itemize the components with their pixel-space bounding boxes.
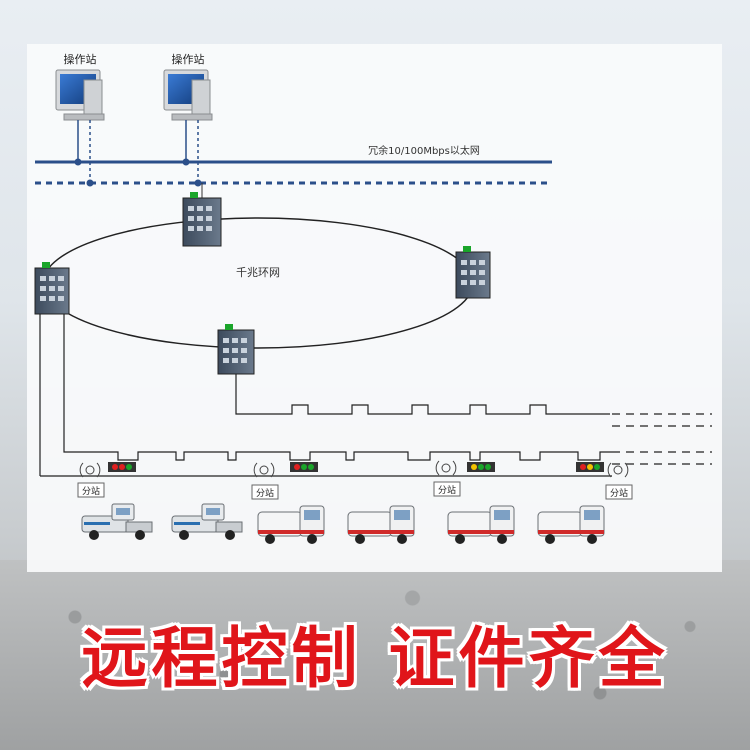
substation-4: 分站 [576,462,633,500]
substation-3: 分站 [433,460,495,497]
tow-tractor-1 [81,503,153,540]
workstation-label-1: 操作站 [64,52,97,66]
pc-tower-1 [83,79,103,117]
green-light-icon [485,464,491,470]
substation-2: 分站 [251,462,318,500]
substation-badge [251,484,279,500]
yellow-light-icon [471,464,477,470]
red-light-icon [112,464,118,470]
green-light-icon [478,464,484,470]
ethernet-label: 冗余10/100Mbps以太网 [368,144,480,157]
pc-tower-2 [191,79,211,117]
junction [182,158,190,166]
substation-badge [433,481,461,497]
keyboard-2 [171,113,213,121]
background-rocks [0,560,750,750]
red-light-icon [580,464,586,470]
junction [86,179,94,187]
substation-label-4: 分站 [610,487,628,499]
junction [74,158,82,166]
green-light-icon [301,464,307,470]
green-light-icon [126,464,132,470]
red-light-icon [294,464,300,470]
workstation-1: 操作站 [55,52,105,121]
gigabit-ring [42,217,474,349]
switch-body [182,197,222,247]
switch-led [463,246,471,252]
field-line-upper [235,374,610,415]
substation-badge [605,484,633,500]
tank-truck-3 [447,505,515,544]
switch-right [455,246,491,299]
antenna-icon [613,465,623,475]
yellow-light-icon [587,464,593,470]
vehicles [81,503,605,544]
substation-1: 分站 [77,462,136,498]
ring-label: 千兆环网 [236,266,280,279]
red-light-icon [119,464,125,470]
switch-led [42,262,50,268]
switch-left [34,262,70,315]
antenna-icon [441,463,451,473]
green-light-icon [594,464,600,470]
keyboard-1 [63,113,105,121]
substation-label-1: 分站 [82,485,100,497]
workstation-2: 操作站 [163,52,213,121]
junction [194,179,202,187]
switch-led [190,192,198,198]
antenna-icon [259,465,269,475]
substation-label-2: 分站 [256,487,274,499]
diagram-panel [27,44,722,572]
tank-truck-4 [537,505,605,544]
signal-icon [79,462,101,478]
signal-icon [253,462,275,478]
signal-icon [435,460,457,476]
antenna-icon [85,465,95,475]
switch-led [225,324,233,330]
workstation-drops [77,120,199,183]
switch-bottom [217,324,255,375]
tank-truck-1 [257,505,325,544]
signal-icon [607,462,629,478]
switch-top [182,192,222,247]
workstation-label-2: 操作站 [172,52,205,66]
substation-label-3: 分站 [438,484,456,496]
promo-banner: 远程控制 证件齐全 [81,620,669,697]
substation-badge [77,482,105,498]
bus-junctions [74,158,202,187]
tow-tractor-2 [171,503,243,540]
tank-truck-2 [347,505,415,544]
field-line-lower [63,314,612,461]
green-light-icon [308,464,314,470]
